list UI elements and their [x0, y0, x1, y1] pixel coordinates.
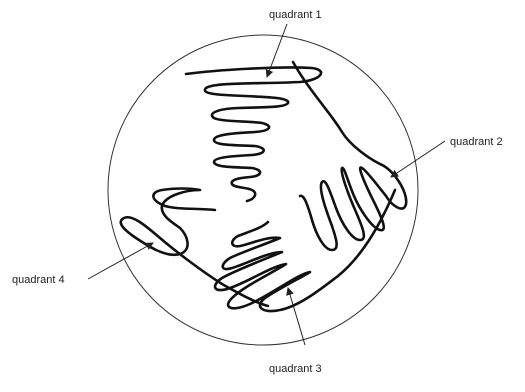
streak-quadrant-3	[215, 190, 395, 311]
label-quadrant-3: quadrant 3	[269, 363, 322, 375]
label-quadrant-4: quadrant 4	[12, 274, 65, 286]
leader-line-quadrant-2	[391, 141, 445, 177]
label-quadrant-1: quadrant 1	[269, 9, 322, 21]
leader-line-quadrant-3	[288, 288, 305, 345]
streak-quadrant-2	[293, 62, 406, 250]
label-quadrant-2: quadrant 2	[450, 136, 503, 148]
leader-line-quadrant-1	[267, 24, 287, 77]
streak-quadrant-1	[186, 67, 321, 201]
leader-line-quadrant-4	[88, 243, 153, 279]
